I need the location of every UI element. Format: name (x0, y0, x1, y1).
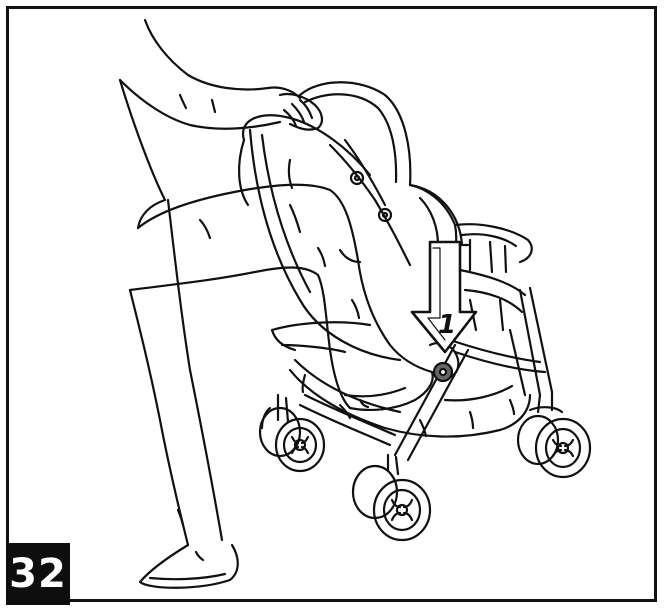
arrow-step-label: 1 (438, 310, 456, 340)
leg-icon (120, 80, 433, 588)
step-number-badge: 32 (6, 543, 70, 605)
hand-icon (120, 20, 322, 130)
press-arrow-icon: 1 (412, 242, 476, 352)
